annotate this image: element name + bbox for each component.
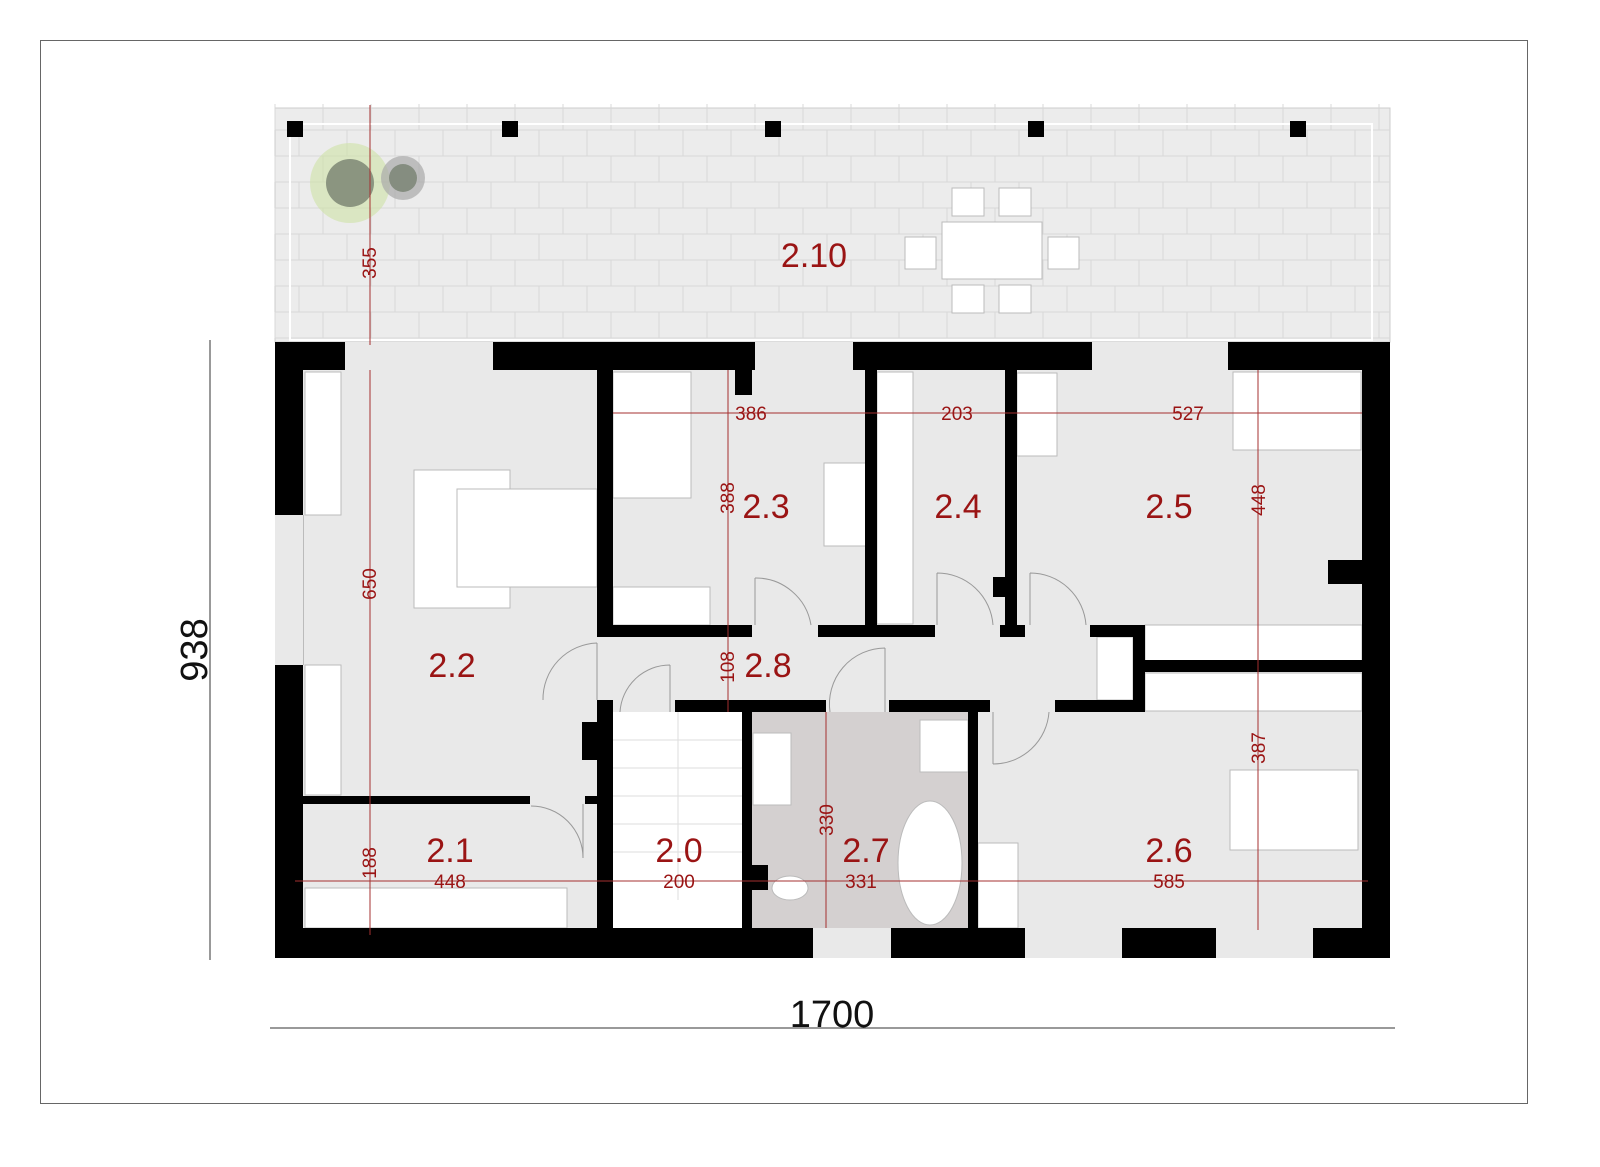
overall-height: 938 (174, 618, 216, 681)
bed-icon (1232, 371, 1362, 451)
walls (275, 342, 1390, 958)
bed-icon (612, 371, 692, 499)
wardrobe-icon (304, 887, 568, 929)
room-label-2-5: 2.5 (1145, 488, 1192, 526)
furniture (304, 371, 1363, 929)
room-label-2-1: 2.1 (426, 832, 473, 870)
room-label-2-8: 2.8 (744, 647, 791, 685)
wardrobe-icon (304, 371, 342, 516)
dim-2-1-height: 188 (360, 847, 381, 879)
stairs-icon (613, 712, 742, 900)
dim-2-4-width: 203 (941, 404, 973, 425)
room-label-2-7: 2.7 (842, 832, 889, 870)
dim-2-6-width: 585 (1153, 872, 1185, 893)
dim-2-0-width: 200 (663, 872, 695, 893)
wardrobe-icon (876, 371, 914, 625)
doors (530, 572, 1087, 859)
dim-2-6-height: 387 (1249, 732, 1270, 764)
terrace (274, 104, 1391, 343)
bed-icon (1229, 769, 1359, 851)
bed-icon (456, 488, 598, 588)
dim-2-3-width: 386 (735, 404, 767, 425)
desk-icon (1016, 372, 1058, 457)
dimension-lines (209, 105, 1395, 1029)
wardrobe-icon (612, 586, 711, 626)
room-label-2-2: 2.2 (428, 647, 475, 685)
dim-2-2-height: 650 (360, 568, 381, 600)
sink-icon (752, 732, 792, 806)
terrace-columns (287, 121, 1306, 137)
desk-icon (823, 462, 867, 547)
wardrobe-icon (1144, 672, 1363, 712)
drawing-frame (40, 40, 1528, 1104)
wardrobe-icon (1096, 636, 1134, 701)
bathtub-icon (897, 800, 963, 926)
dim-2-5-height: 448 (1249, 484, 1270, 516)
room-label-2-6: 2.6 (1145, 832, 1192, 870)
room-label-2-3: 2.3 (742, 488, 789, 526)
dining-table-icon (904, 187, 1080, 314)
dim-2-5-width: 527 (1172, 404, 1204, 425)
dim-2-7-height: 330 (817, 804, 838, 836)
dim-2-1-width: 448 (434, 872, 466, 893)
overall-width: 1700 (790, 994, 875, 1036)
washing-machine-icon (919, 719, 969, 773)
wardrobe-icon (304, 664, 342, 796)
dim-2-3-height: 388 (718, 482, 739, 514)
toilet-icon (771, 875, 809, 901)
room-label-2-4: 2.4 (934, 488, 981, 526)
dim-terrace-depth: 355 (360, 247, 381, 279)
dim-2-7-width: 331 (845, 872, 877, 893)
room-label-2-10: 2.10 (781, 237, 847, 275)
dim-corridor-height: 108 (718, 651, 739, 683)
wardrobe-icon (1144, 624, 1363, 662)
desk-icon (977, 842, 1019, 929)
room-label-2-0: 2.0 (655, 832, 702, 870)
